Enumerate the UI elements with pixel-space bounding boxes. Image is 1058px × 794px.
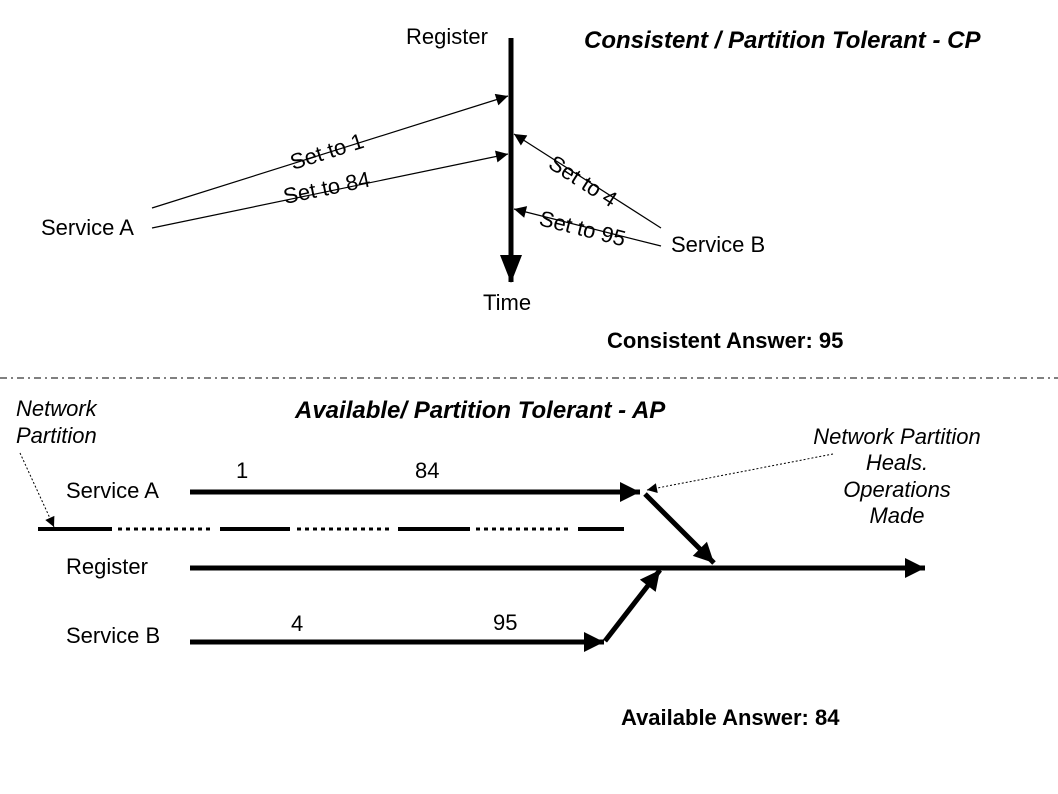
heal-note-line-4: Made [869, 503, 924, 528]
service-b-merge-arrow [603, 568, 662, 643]
cp-time-arrowhead [500, 255, 522, 283]
set-to-1-arrow [151, 93, 509, 209]
cp-title: Consistent / Partition Tolerant - CP [584, 27, 981, 54]
service-a-value-84: 84 [415, 458, 439, 483]
ap-service-b-label: Service B [66, 623, 160, 648]
network-partition-pointer [19, 452, 55, 528]
ap-register-label: Register [66, 554, 148, 579]
service-b-value-4: 4 [291, 611, 303, 636]
set-to-1-label: Set to 1 [287, 128, 367, 175]
set-to-4-arrow [513, 133, 662, 229]
heal-note-line-1: Network Partition [813, 424, 981, 449]
heal-note-pointer [646, 453, 834, 494]
cp-section: Consistent / Partition Tolerant - CP Reg… [41, 24, 981, 353]
cp-answer: Consistent Answer: 95 [607, 328, 843, 353]
ap-title: Available/ Partition Tolerant - AP [294, 397, 666, 424]
cp-register-label: Register [406, 24, 488, 49]
cp-time-label: Time [483, 290, 531, 315]
network-partition-note-line-2: Partition [16, 423, 97, 448]
set-to-84-arrow [151, 150, 509, 229]
set-to-4-label: Set to 4 [544, 150, 621, 212]
service-b-value-95: 95 [493, 610, 517, 635]
ap-service-a-label: Service A [66, 478, 159, 503]
heal-note-line-2: Heals. [866, 450, 928, 475]
ap-answer: Available Answer: 84 [621, 705, 840, 730]
network-partition-note-line-1: Network [16, 396, 98, 421]
ap-section: Available/ Partition Tolerant - AP Netwo… [16, 396, 981, 730]
set-to-95-label: Set to 95 [537, 206, 629, 252]
cp-service-a-label: Service A [41, 215, 134, 240]
cp-service-b-label: Service B [671, 232, 765, 257]
heal-note-line-3: Operations [843, 477, 951, 502]
set-to-95-arrow [513, 206, 662, 247]
service-a-merge-arrow [643, 492, 716, 565]
service-a-value-1: 1 [236, 458, 248, 483]
